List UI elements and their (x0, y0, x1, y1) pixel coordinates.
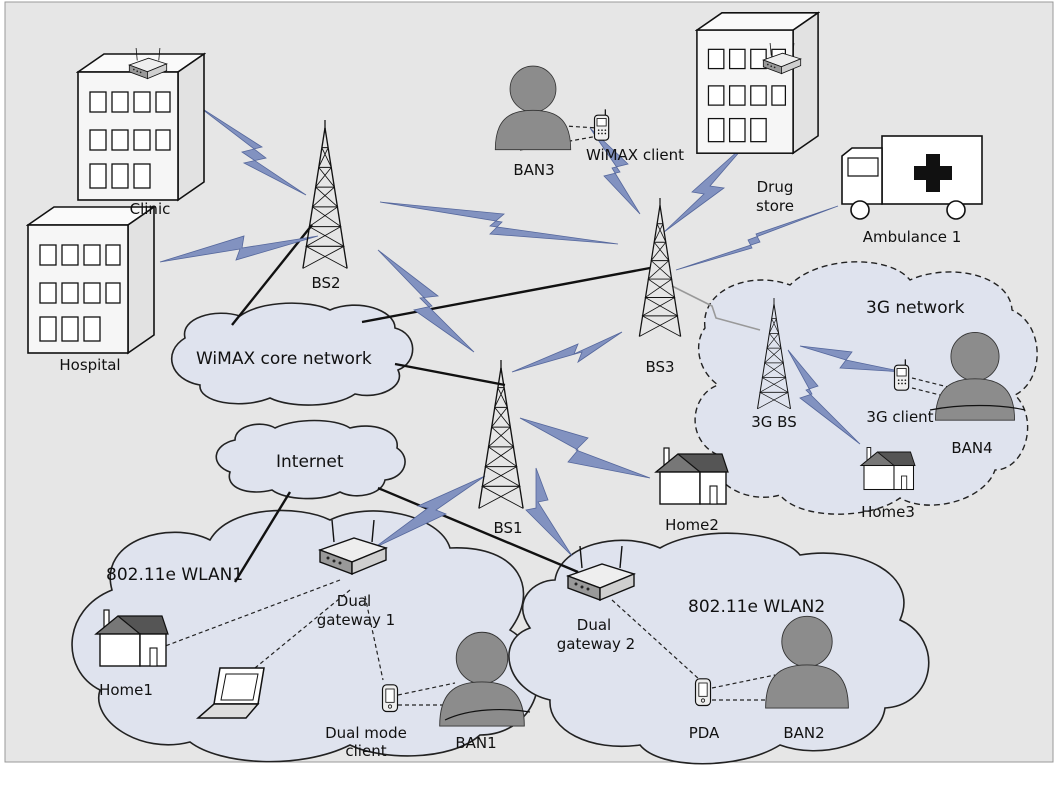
home2-house-icon (655, 447, 729, 505)
wimax-core-network-label: WiMAX core network (196, 349, 372, 369)
ambulance-icon (841, 135, 983, 220)
3g-client-label: 3G client (866, 408, 933, 426)
dual-gateway-2-label-line2: gateway 2 (557, 635, 635, 653)
wlan1-label: 802.11e WLAN1 (106, 565, 243, 585)
ban3-label: BAN3 (513, 161, 554, 179)
drug-store-label-line2: store (756, 197, 794, 215)
home2-label: Home2 (665, 516, 719, 534)
bs1-label: BS1 (493, 519, 522, 537)
pda-label: PDA (689, 724, 720, 742)
3g-network-cloud (694, 261, 1038, 515)
ban2-label: BAN2 (783, 724, 824, 742)
laptop-icon (196, 667, 265, 719)
home3-label: Home3 (861, 503, 915, 521)
clinic-label: Clinic (130, 200, 171, 218)
bs3-3gbs-link (671, 285, 761, 331)
internet-label: Internet (276, 452, 344, 472)
wimax-client-label: WiMAX client (586, 146, 684, 164)
home1-house-icon (95, 609, 169, 667)
drug-store-label-line1: Drug (757, 178, 794, 196)
dual-mode-client-label-line2: client (345, 742, 386, 760)
drug-store-building-icon (696, 12, 819, 154)
wimax-core-cloud (170, 302, 414, 406)
dual-gateway-2-label-line1: Dual (577, 616, 611, 634)
home3-house-icon (860, 446, 916, 491)
home1-label: Home1 (99, 681, 153, 699)
hospital-building-icon (27, 206, 155, 354)
hospital-label: Hospital (59, 356, 120, 374)
3g-bs-label: 3G BS (751, 413, 796, 431)
dual-mode-client-label-line1: Dual mode (325, 724, 407, 742)
ban1-body-line (444, 709, 531, 721)
internet-cloud (215, 419, 406, 500)
dual-mode-client-icon (381, 684, 399, 713)
dual-gateway-1-label-line1: Dual (337, 592, 371, 610)
dual-gateway-1-label-line2: gateway 1 (317, 611, 395, 629)
wireless-links (159, 105, 905, 557)
ban4-label: BAN4 (951, 439, 992, 457)
wlan2-label: 802.11e WLAN2 (688, 597, 825, 617)
bs2-label: BS2 (311, 274, 340, 292)
ban4-body-line (929, 404, 1026, 411)
3g-network-label: 3G network (866, 298, 965, 318)
bs3-label: BS3 (645, 358, 674, 376)
ambulance-label: Ambulance 1 (863, 228, 962, 246)
ban1-label: BAN1 (455, 734, 496, 752)
pda-icon (694, 678, 712, 707)
